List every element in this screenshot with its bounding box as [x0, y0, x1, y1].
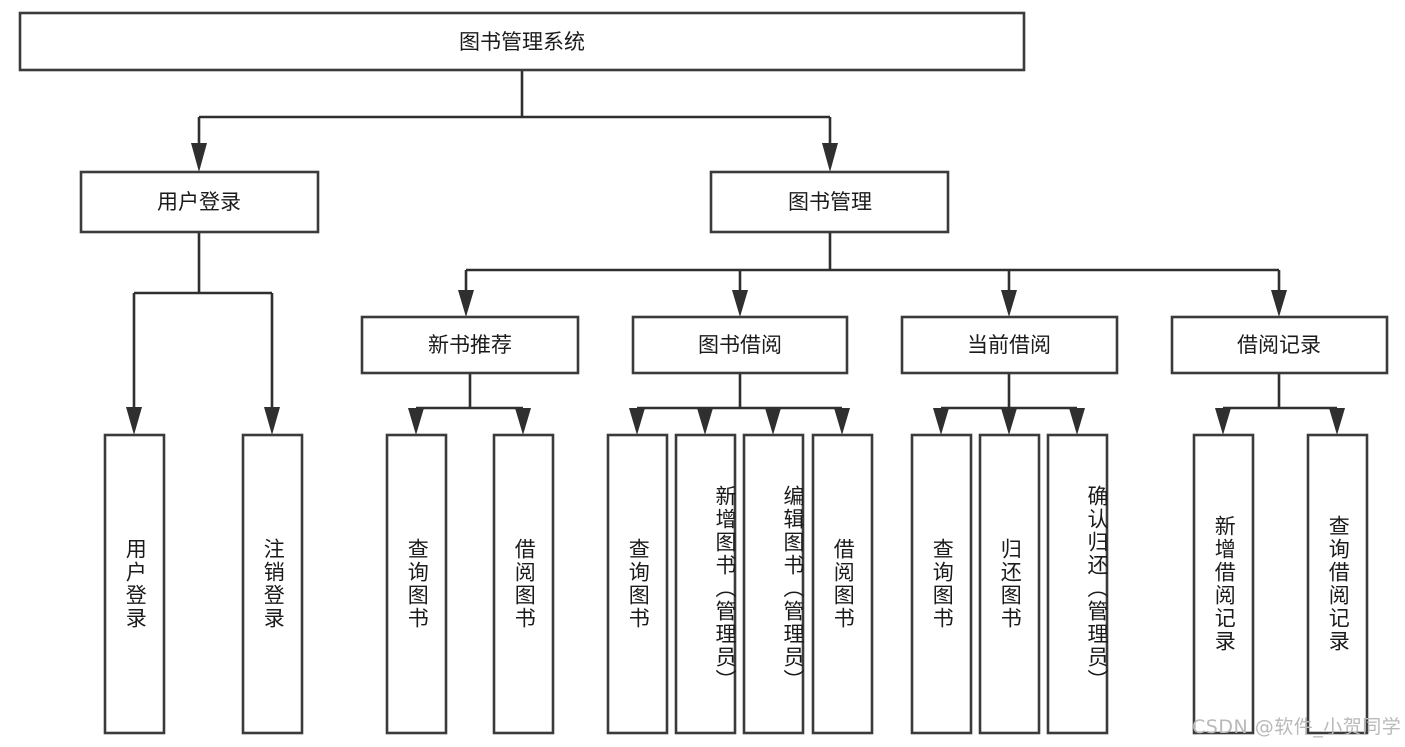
arrow-bb-leaf-2: [697, 408, 713, 435]
arrow-user-login-leaf-1: [126, 407, 142, 435]
arrow-br-leaf-1: [1215, 408, 1231, 435]
arrow-root-to-user-login: [191, 143, 207, 172]
connector-group-borrow-record: [1215, 373, 1345, 435]
leaf-box-borrow-record-2[interactable]: [1306, 433, 1369, 735]
node-user-login-label: 用户登录: [157, 190, 241, 214]
leaf-box-new-book-1[interactable]: [385, 433, 448, 735]
connector-group-current-borrow: [933, 373, 1085, 435]
arrow-user-login-leaf-2: [264, 407, 280, 435]
leaf-box-book-borrow-4[interactable]: [811, 433, 874, 735]
leaf-box-current-borrow-1[interactable]: [910, 433, 973, 735]
connector-group-root: [191, 70, 838, 172]
arrow-bm-to-new-book: [458, 290, 474, 317]
arrow-cb-leaf-3: [1069, 408, 1085, 435]
node-book-borrow-label: 图书借阅: [698, 333, 782, 357]
node-current-borrow-box[interactable]: [900, 315, 1119, 375]
connector-group-new-book: [408, 373, 531, 435]
arrow-root-to-book-manage: [822, 143, 838, 172]
arrow-nb-leaf-2: [515, 408, 531, 435]
arrow-bm-to-current-borrow: [1001, 290, 1017, 317]
arrow-bb-leaf-1: [629, 408, 645, 435]
node-new-book-box[interactable]: [360, 315, 580, 375]
node-borrow-record-label: 借阅记录: [1237, 333, 1321, 357]
arrow-cb-leaf-2: [1001, 408, 1017, 435]
node-root-box[interactable]: [18, 11, 1026, 72]
leaf-box-new-book-2[interactable]: [492, 433, 555, 735]
node-book-manage-label: 图书管理: [788, 190, 872, 214]
leaf-box-borrow-record-1[interactable]: [1192, 433, 1255, 735]
arrow-bm-to-book-borrow: [732, 290, 748, 317]
arrow-bb-leaf-3: [765, 408, 781, 435]
csdn-watermark: CSDN @软件_小贺同学: [1192, 716, 1402, 738]
connector-group-book-manage: [458, 232, 1287, 317]
arrow-cb-leaf-1: [933, 408, 949, 435]
leaf-box-user-login-2[interactable]: [241, 433, 304, 735]
arrow-bm-to-borrow-record: [1271, 290, 1287, 317]
arrow-bb-leaf-4: [834, 408, 850, 435]
leaf-box-current-borrow-3[interactable]: [1046, 433, 1109, 735]
node-book-manage-box[interactable]: [709, 170, 950, 234]
arrow-nb-leaf-1: [408, 408, 424, 435]
leaf-box-book-borrow-1[interactable]: [606, 433, 669, 735]
node-user-login-box[interactable]: [79, 170, 320, 234]
leaf-box-current-borrow-2[interactable]: [978, 433, 1041, 735]
node-book-borrow-box[interactable]: [631, 315, 849, 375]
leaf-box-book-borrow-3[interactable]: [742, 433, 805, 735]
node-new-book-label: 新书推荐: [428, 333, 512, 357]
node-borrow-record-box[interactable]: [1170, 315, 1389, 375]
leaf-box-book-borrow-2[interactable]: [674, 433, 737, 735]
arrow-br-leaf-2: [1329, 408, 1345, 435]
connector-group-book-borrow: [629, 373, 850, 435]
leaf-box-user-login-1[interactable]: [103, 433, 166, 735]
node-root-label: 图书管理系统: [459, 30, 585, 54]
connector-group-user-login: [126, 232, 280, 435]
node-current-borrow-label: 当前借阅: [967, 333, 1051, 357]
